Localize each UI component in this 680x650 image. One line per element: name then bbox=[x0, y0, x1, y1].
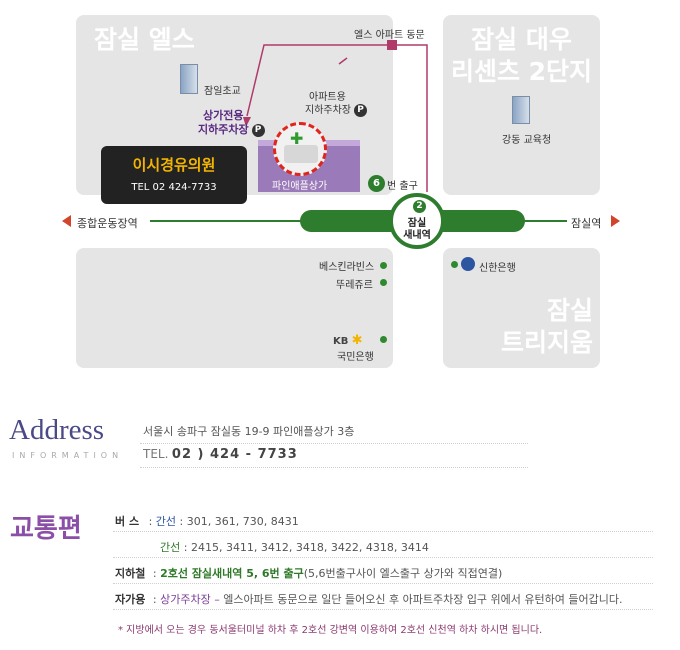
kb-dot bbox=[380, 336, 387, 343]
car-rest: 엘스아파트 동문으로 일단 들어오신 후 아파트주차장 입구 위에서 유턴하여 … bbox=[219, 593, 623, 606]
address-tel-label: TEL. bbox=[143, 447, 169, 461]
block-title-daewoo-2: 리센츠 2단지 bbox=[450, 57, 593, 86]
block-title-els: 잠실 엘스 bbox=[94, 25, 195, 54]
bus-colon: : bbox=[148, 515, 153, 528]
address-heading: Address bbox=[9, 414, 105, 446]
clinic-cross-icon: ✚ bbox=[290, 129, 304, 148]
clinic-label-box: 이시경유의원 TEL 02 424-7733 bbox=[101, 146, 247, 204]
route-line-gate bbox=[392, 44, 428, 192]
exit-number-badge: 6 bbox=[368, 175, 385, 192]
block-title-daewoo-1: 잠실 대우 bbox=[471, 25, 572, 54]
clinic-marker: ✚ bbox=[273, 122, 327, 176]
right-road-label: 잠실역 bbox=[571, 217, 602, 230]
bus-label: 버 스 bbox=[115, 515, 140, 528]
shop-parking-badge: P bbox=[251, 123, 265, 137]
left-road-label: 종합운동장역 bbox=[77, 217, 138, 230]
bus-routes-1: : 301, 361, 730, 8431 bbox=[179, 515, 299, 528]
shinhan-label: 신한은행 bbox=[479, 263, 516, 274]
address-divider bbox=[140, 443, 528, 444]
shop-parking-line1: 상가전용 bbox=[203, 109, 244, 122]
route-arrow bbox=[243, 117, 251, 127]
address-line: 서울시 송파구 잠실동 19-9 파인애플상가 3층 bbox=[143, 425, 355, 438]
block-title-trizium-1: 잠실 bbox=[546, 296, 593, 325]
address-tel: TEL. 02 ) 424 - 7733 bbox=[143, 447, 298, 462]
car-divider bbox=[113, 609, 653, 610]
bus-row-2: 간선 : 2415, 3411, 3412, 3418, 3422, 4318,… bbox=[160, 539, 429, 555]
apt-parking-text: 지하주차장 bbox=[305, 105, 351, 116]
station-name-2: 새내역 bbox=[403, 230, 431, 241]
block-bottom-left bbox=[76, 248, 393, 368]
office-label: 강동 교육청 bbox=[502, 135, 552, 146]
bus-route-type-2: 간선 bbox=[160, 541, 181, 554]
station-line-badge: 2 bbox=[413, 200, 426, 213]
address-subheading: INFORMATION bbox=[12, 451, 124, 460]
kb-star-icon: ✱ bbox=[351, 333, 363, 348]
bus-row-1: 버 스 : 간선 : 301, 361, 730, 8431 bbox=[115, 513, 299, 529]
route-line-shop bbox=[246, 44, 392, 117]
subway-highlight: 2호선 잠실새내역 5, 6번 출구 bbox=[160, 567, 304, 580]
office-icon bbox=[512, 96, 530, 124]
subway-row: 지하철 : 2호선 잠실새내역 5, 6번 출구(5,6번출구사이 엘스출구 상… bbox=[115, 565, 502, 581]
shinhan-dot bbox=[451, 261, 458, 268]
apt-parking-line1: 아파트용 bbox=[309, 92, 346, 103]
bus-divider bbox=[113, 531, 653, 532]
subway-label: 지하철 bbox=[115, 567, 146, 580]
route-marker bbox=[338, 57, 348, 65]
clinic-name: 이시경유의원 bbox=[132, 156, 216, 174]
kb-logo: KB ✱ bbox=[333, 333, 362, 348]
shop2-label: 뚜레쥬르 bbox=[336, 280, 373, 291]
station-marker: 2 잠실 새내역 bbox=[389, 193, 445, 249]
car-colon: : bbox=[152, 593, 157, 606]
clinic-tel: TEL 02 424-7733 bbox=[131, 182, 217, 193]
shop-parking-text: 지하주차장 bbox=[198, 123, 249, 136]
subway-rest: (5,6번출구사이 엘스출구 상가와 직접연결) bbox=[303, 567, 503, 580]
bus-routes-2: : 2415, 3411, 3412, 3418, 3422, 4318, 34… bbox=[183, 541, 429, 554]
car-highlight: 상가주차장 – bbox=[160, 593, 220, 606]
building-label: 파인애플상가 bbox=[272, 181, 328, 192]
shop2-dot bbox=[380, 279, 387, 286]
block-jamsil-daewoo: 잠실 대우 리센츠 2단지 bbox=[443, 15, 600, 195]
bus-route-type-1: 간선 bbox=[155, 515, 177, 528]
left-arrow-icon bbox=[62, 215, 71, 227]
subway-colon: : bbox=[152, 567, 157, 580]
station-name-1: 잠실 bbox=[407, 218, 427, 229]
apt-gate-label: 엘스 아파트 동문 bbox=[354, 30, 425, 41]
address-tel-number: 02 ) 424 - 7733 bbox=[171, 447, 298, 462]
address-divider-2 bbox=[140, 467, 528, 468]
block-title-trizium-2: 트리지움 bbox=[500, 328, 593, 357]
kb-label: 국민은행 bbox=[337, 352, 374, 363]
transport-note: * 지방에서 오는 경우 동서울터미널 하차 후 2호선 강변역 이용하여 2호… bbox=[118, 625, 543, 636]
transport-heading: 교통편 bbox=[10, 514, 82, 544]
clinic-building-icon bbox=[284, 145, 318, 163]
subway-divider bbox=[113, 583, 653, 584]
gate-marker bbox=[387, 40, 397, 50]
school-label: 잠일초교 bbox=[204, 86, 241, 97]
school-icon bbox=[180, 64, 198, 94]
kb-logo-text: KB bbox=[333, 336, 349, 347]
location-map: 잠실 엘스 잠실 대우 리센츠 2단지 잠실 트리지움 파인애플상가 ✚ 이시경… bbox=[62, 15, 620, 368]
shinhan-logo-icon bbox=[461, 257, 475, 271]
bus-divider-2 bbox=[113, 557, 653, 558]
car-row: 자가용 : 상가주차장 – 엘스아파트 동문으로 일단 들어오신 후 아파트주차… bbox=[115, 591, 622, 607]
right-arrow-icon bbox=[611, 215, 620, 227]
apt-parking-badge: P bbox=[354, 103, 367, 117]
shop1-dot bbox=[380, 262, 387, 269]
exit-label: 번 출구 bbox=[387, 181, 418, 192]
shop1-label: 베스킨라빈스 bbox=[319, 262, 375, 273]
car-label: 자가용 bbox=[115, 593, 146, 606]
